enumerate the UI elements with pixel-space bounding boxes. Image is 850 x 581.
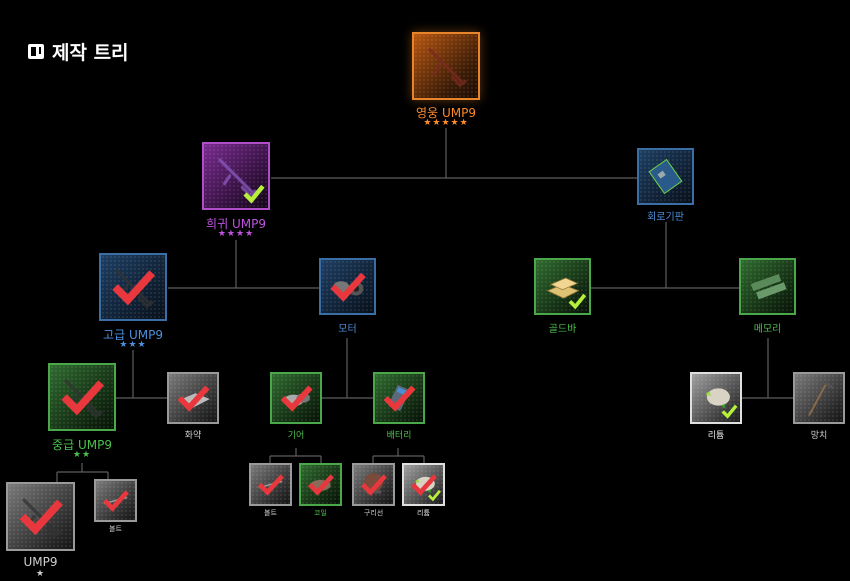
item-label: 배터리: [386, 431, 412, 441]
item-label: 모터: [338, 324, 357, 335]
item-slot[interactable]: [99, 253, 167, 321]
star-rating: ★★★★★: [423, 118, 469, 128]
item-label: 리튬: [707, 431, 725, 441]
item-label: 영웅 UMP9: [416, 106, 476, 120]
star-rating: ★: [35, 569, 46, 579]
item-slot[interactable]: [270, 372, 322, 424]
item-label: UMP9: [23, 555, 58, 569]
lithium-icon: [410, 474, 441, 502]
item-label: 코일: [314, 509, 327, 517]
item-slot[interactable]: [319, 258, 376, 315]
gear-icon: [280, 385, 313, 412]
connector-line: [269, 448, 322, 464]
item-label: 고급 UMP9: [103, 328, 163, 342]
item-slot[interactable]: [402, 463, 445, 506]
hammer-icon: [808, 381, 835, 416]
item-label: 볼트: [109, 525, 122, 533]
item-slot[interactable]: [352, 463, 395, 506]
motor-icon: [330, 272, 366, 302]
connector-line: [372, 448, 425, 464]
item-slot[interactable]: [202, 142, 270, 210]
gold-bar-icon: [546, 277, 587, 310]
gunpowder-icon: [177, 385, 210, 412]
circuit-board-icon: [648, 158, 683, 195]
star-rating: ★★★★: [217, 229, 255, 239]
ump9-gun-icon: [61, 379, 105, 419]
ump9-gun-icon: [19, 498, 63, 539]
item-label: 중급 UMP9: [52, 438, 112, 452]
star-rating: ★★: [72, 450, 92, 460]
coil-icon: [307, 474, 334, 496]
item-label: 망치: [810, 431, 828, 441]
item-label: 리튬: [417, 509, 430, 517]
copper-wire-icon: [360, 473, 387, 496]
item-slot[interactable]: [373, 372, 425, 424]
item-slot[interactable]: [48, 363, 116, 431]
item-label: 골드바: [548, 324, 577, 335]
item-slot[interactable]: [94, 479, 137, 522]
item-slot[interactable]: [167, 372, 219, 424]
ump9-gun-icon: [428, 48, 467, 88]
battery-icon: [383, 385, 416, 412]
ump9-gun-icon: [218, 158, 265, 204]
item-slot[interactable]: [299, 463, 342, 506]
item-label: 회로기판: [647, 212, 684, 223]
item-slot[interactable]: [739, 258, 796, 315]
item-slot[interactable]: [793, 372, 845, 424]
crafting-tree-icon: [28, 44, 44, 59]
item-slot[interactable]: [6, 482, 75, 551]
memory-icon: [750, 273, 787, 300]
lithium-icon: [705, 388, 738, 419]
item-label: 메모리: [753, 324, 782, 335]
item-label: 기어: [287, 431, 305, 441]
bolt-icon: [102, 490, 129, 512]
ump9-gun-icon: [112, 269, 156, 309]
bolt-icon: [257, 474, 284, 496]
item-label: 구리선: [363, 509, 384, 517]
item-label: 희귀 UMP9: [206, 217, 266, 231]
item-label: 화약: [184, 431, 202, 441]
item-slot[interactable]: [249, 463, 292, 506]
connector-line: [56, 463, 109, 483]
item-slot[interactable]: [690, 372, 742, 424]
item-label: 볼트: [264, 509, 277, 517]
item-slot[interactable]: [412, 32, 480, 100]
page-title: 제작 트리: [28, 38, 129, 65]
page-title-text: 제작 트리: [52, 42, 129, 64]
star-rating: ★★★: [119, 340, 147, 350]
item-slot[interactable]: [534, 258, 591, 315]
item-slot[interactable]: [637, 148, 694, 205]
